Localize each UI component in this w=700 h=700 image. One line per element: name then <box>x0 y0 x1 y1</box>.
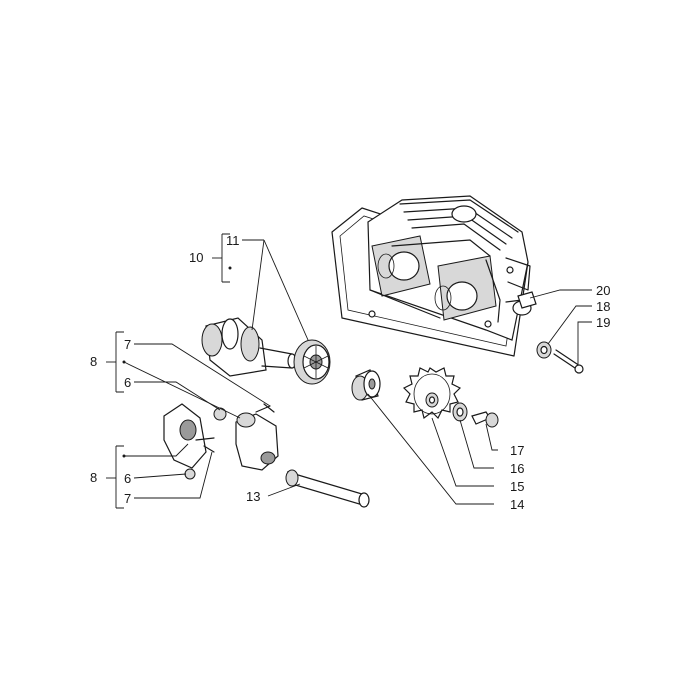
part-15-sprocket <box>402 367 462 420</box>
cylinder-head <box>331 195 532 357</box>
part-19-screw <box>553 349 584 374</box>
callout-7-top: 7 <box>124 337 131 352</box>
callout-8-bottom: 8 <box>90 470 97 485</box>
part-10-camshaft <box>201 317 297 377</box>
part-17-bolt <box>471 411 499 428</box>
part-11-bearing <box>293 339 331 385</box>
callout-labels: 10 11 8 7 6 8 6 7 13 14 15 16 17 19 18 2… <box>90 233 610 512</box>
callout-6-bottom: 6 <box>124 471 131 486</box>
part-6-nut-bottom <box>184 468 196 480</box>
part-rocker-arm-top <box>235 403 279 471</box>
part-18-washer <box>536 341 552 359</box>
callout-16: 16 <box>510 461 524 476</box>
part-20-plug <box>517 291 537 309</box>
callout-19: 19 <box>596 315 610 330</box>
part-rocker-arm-bottom <box>163 403 215 469</box>
leader-lines <box>106 233 592 509</box>
callout-14: 14 <box>510 497 524 512</box>
callout-13: 13 <box>246 489 260 504</box>
callout-11: 11 <box>226 233 240 248</box>
part-14-bushing <box>351 369 381 401</box>
callout-20: 20 <box>596 283 610 298</box>
callout-18: 18 <box>596 299 610 314</box>
callout-7-bottom: 7 <box>124 491 131 506</box>
callout-10: 10 <box>189 250 203 265</box>
callout-17: 17 <box>510 443 524 458</box>
part-16-washer <box>452 402 468 422</box>
callout-8-top: 8 <box>90 354 97 369</box>
part-13-pin <box>285 469 370 508</box>
callout-15: 15 <box>510 479 524 494</box>
callout-6-top: 6 <box>124 375 131 390</box>
